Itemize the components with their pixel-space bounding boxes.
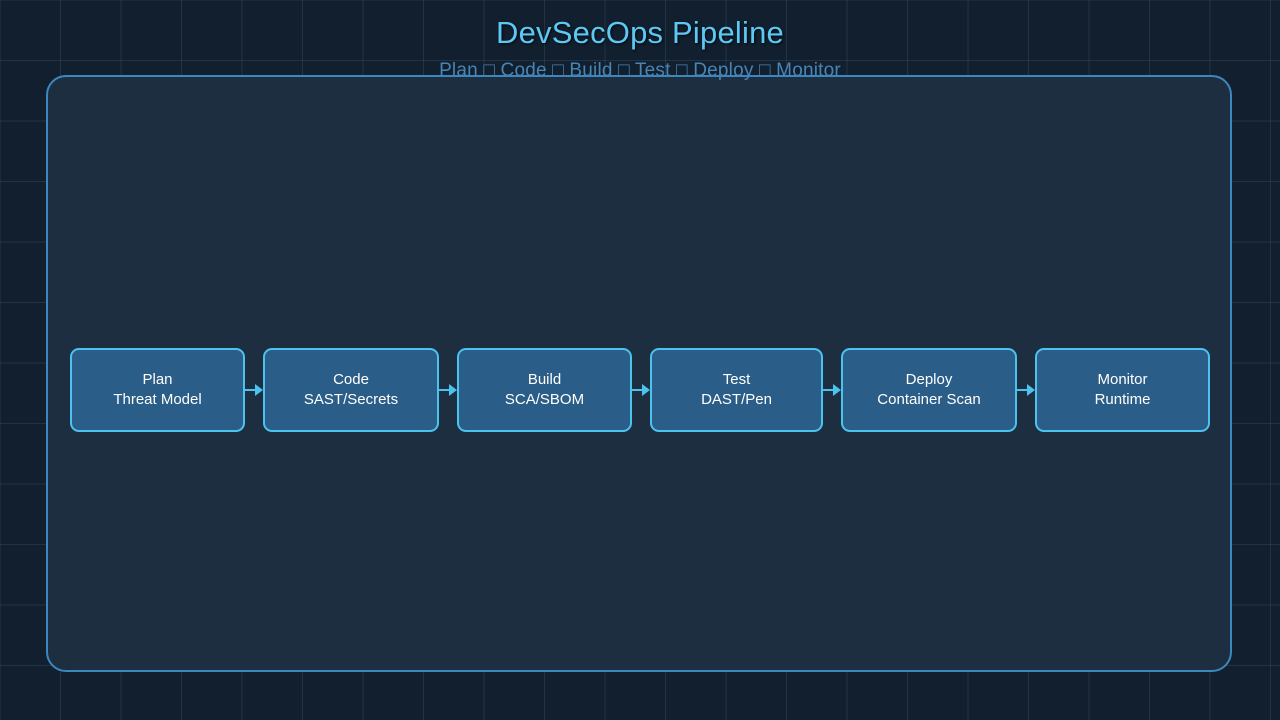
stage-name: Test	[722, 370, 751, 388]
arrow-head	[833, 384, 841, 396]
stage-detail: Container Scan	[877, 391, 981, 408]
arrow-stem	[439, 389, 450, 391]
stage-detail: SCA/SBOM	[504, 391, 585, 408]
stage-detail: DAST/Pen	[701, 391, 772, 408]
arrow-right-icon	[823, 348, 841, 432]
stage-name: Code	[333, 370, 369, 388]
arrow-head	[642, 384, 650, 396]
stage-name: Build	[527, 370, 562, 388]
pipeline-breadcrumb: Plan □ Code □ Build □ Test □ Deploy □ Mo…	[439, 60, 841, 81]
stage-detail: Threat Model	[113, 391, 202, 408]
stage-name: Deploy	[905, 370, 953, 388]
header: DevSecOps Pipeline Plan □ Code □ Build □…	[0, 0, 1280, 80]
arrow-stem	[1017, 389, 1028, 391]
arrow-stem	[632, 389, 643, 391]
stage-detail: SAST/Secrets	[303, 391, 399, 408]
stage-name: Plan	[142, 370, 173, 388]
arrow-right-icon	[1017, 348, 1035, 432]
stage-name: Monitor	[1097, 370, 1148, 388]
arrow-stem	[245, 389, 256, 391]
stage-detail: Runtime	[1094, 391, 1151, 408]
arrow-right-icon	[632, 348, 650, 432]
arrow-head	[449, 384, 457, 396]
arrow-head	[1027, 384, 1035, 396]
arrow-right-icon	[439, 348, 457, 432]
arrow-right-icon	[245, 348, 263, 432]
arrow-stem	[823, 389, 834, 391]
arrow-head	[255, 384, 263, 396]
page-title: DevSecOps Pipeline	[496, 15, 784, 50]
